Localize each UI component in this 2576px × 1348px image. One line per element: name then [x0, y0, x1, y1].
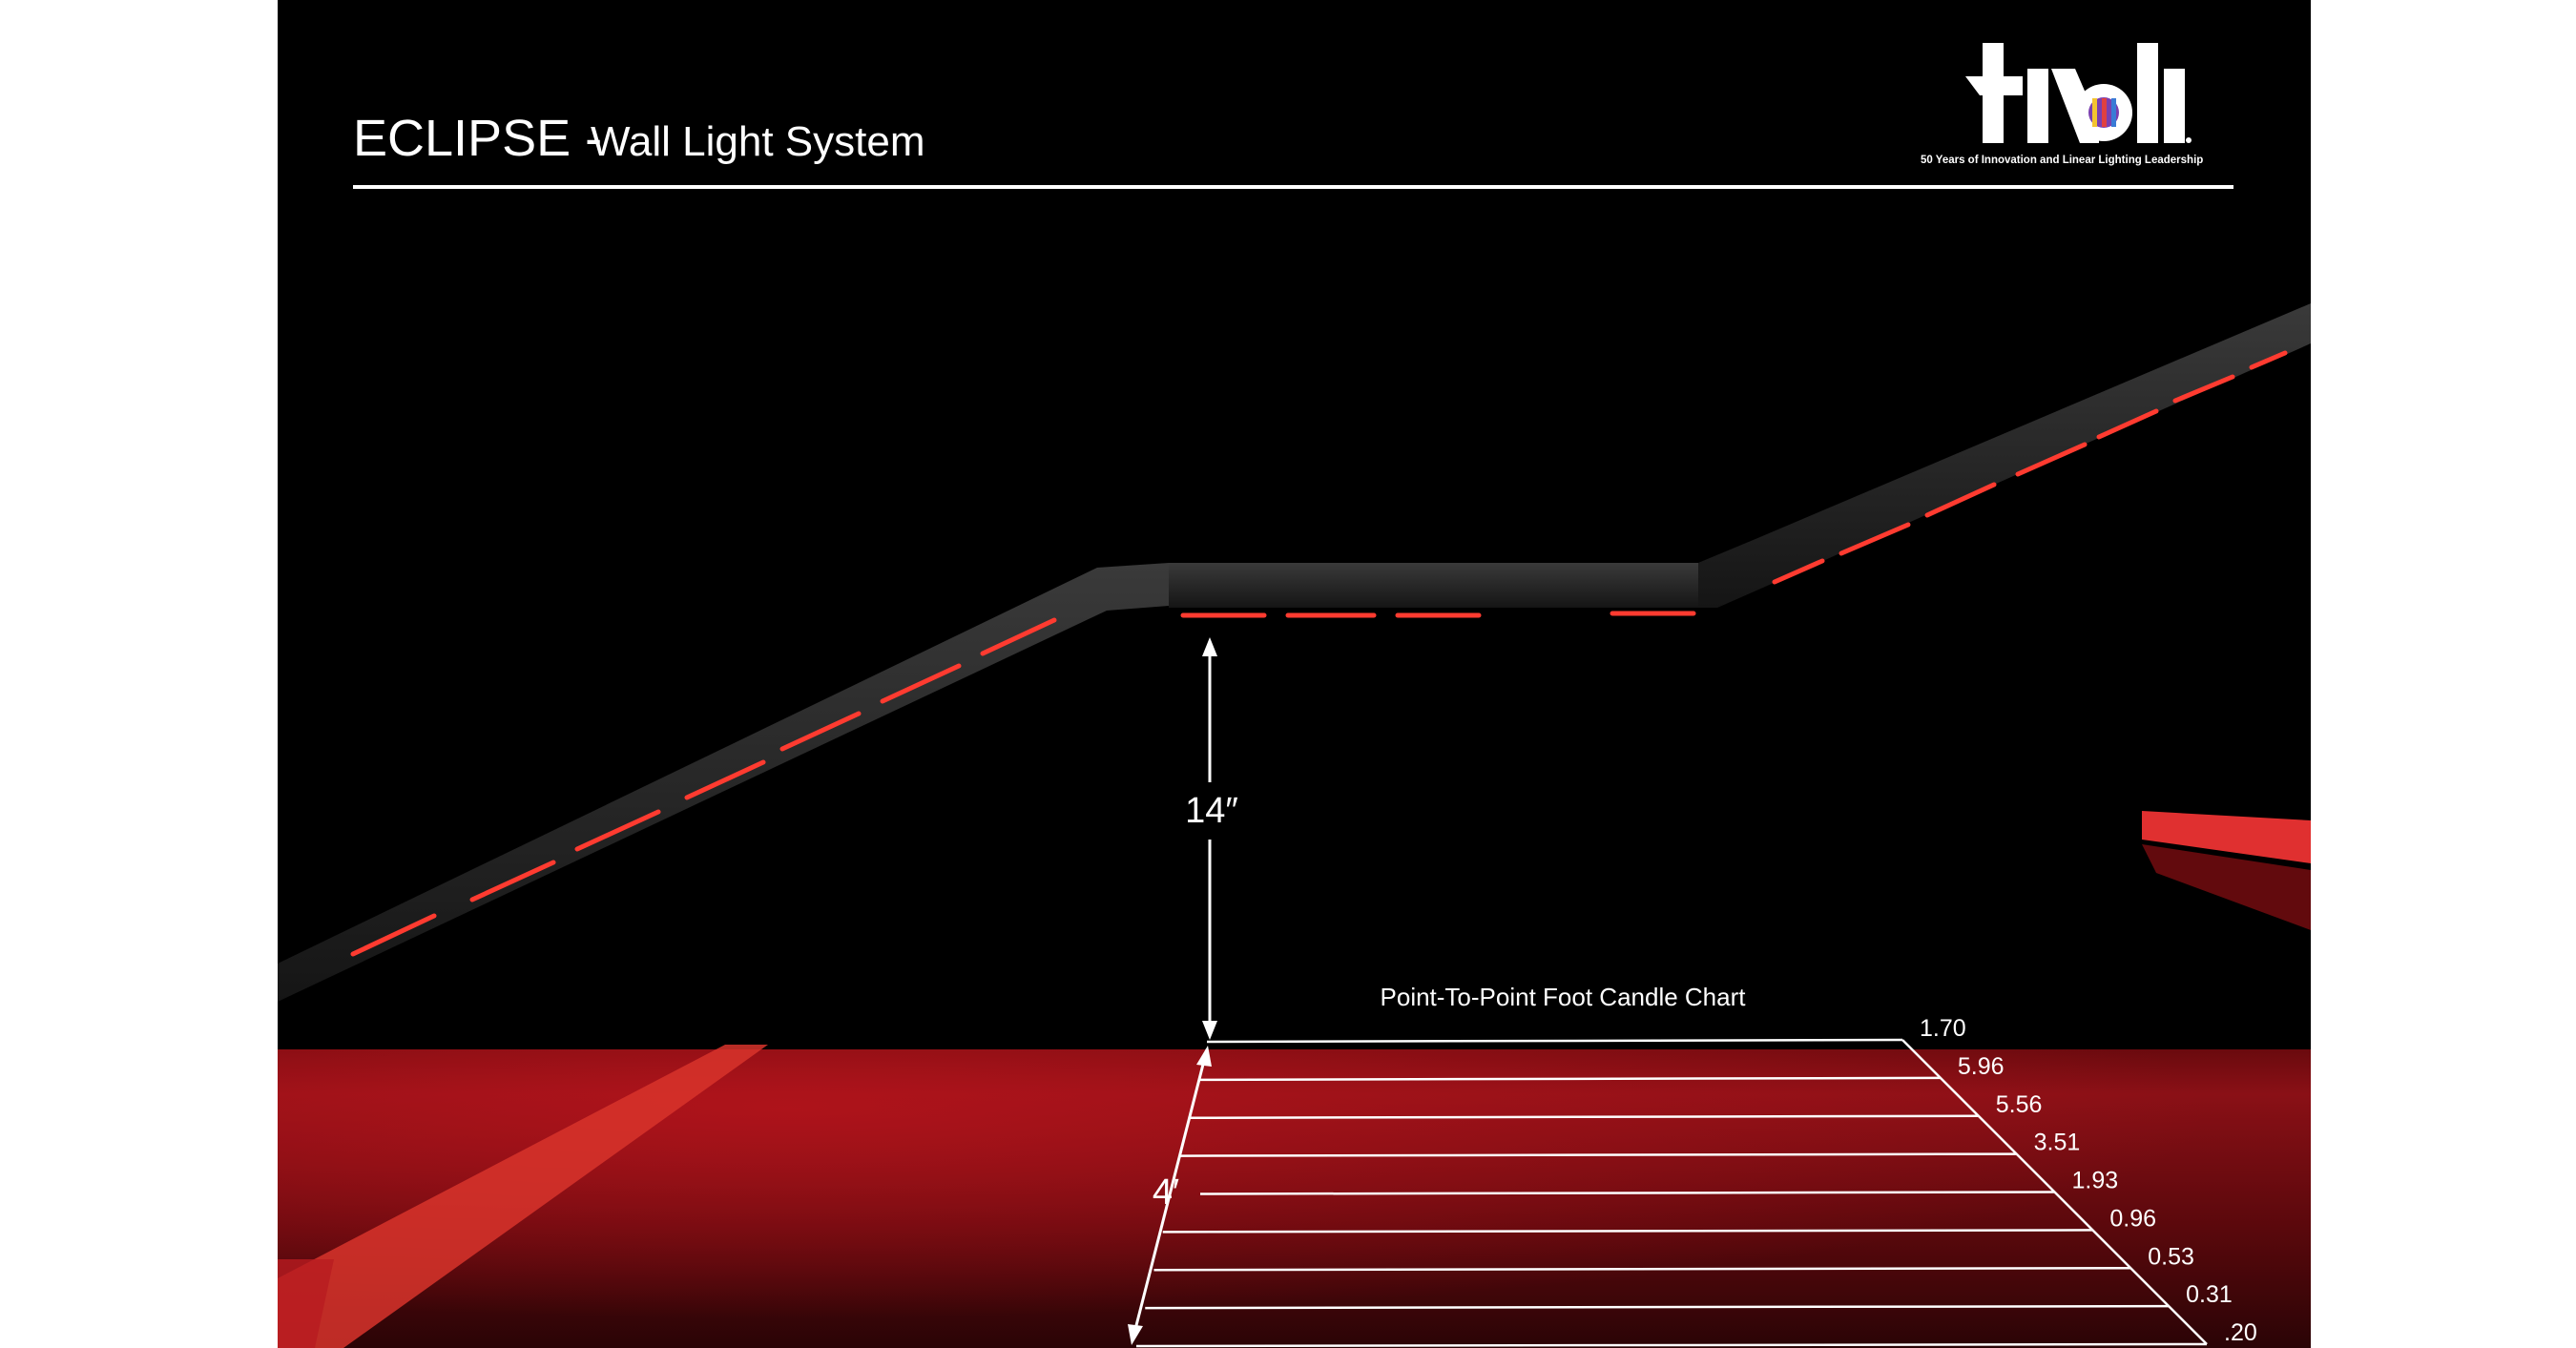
- chart-value-label: 1.70: [1920, 1015, 1966, 1042]
- chart-value-label: 0.53: [2148, 1243, 2194, 1270]
- chart-row-line: [1145, 1304, 2170, 1310]
- chart-value-label: 0.31: [2186, 1281, 2233, 1308]
- chart-row-line: [1180, 1152, 2017, 1157]
- chart-row-line: [1189, 1114, 1979, 1119]
- foot-candle-chart: 1.70 5.96 5.56 3.51 1.93 0.96 0.53 0.31 .20: [1135, 1015, 2257, 1348]
- chart-value-label: 1.93: [2072, 1168, 2119, 1194]
- led-glow-segments: [350, 350, 2288, 957]
- page-title: ECLIPSE -: [353, 110, 602, 167]
- chart-right-edge: [1901, 1039, 2208, 1345]
- chart-value-label: 3.51: [2034, 1130, 2081, 1156]
- page-subtitle: Wall Light System: [591, 118, 924, 165]
- depth-dimension: [1128, 1046, 1212, 1345]
- tivoli-logo: 50 Years of Innovation and Linear Lighti…: [1921, 43, 2203, 166]
- chart-row-line: [1197, 1076, 1941, 1082]
- depth-label: 4′: [1153, 1172, 1179, 1213]
- logo-tagline: 50 Years of Innovation and Linear Lighti…: [1921, 155, 2203, 166]
- wall-light-rail: [278, 303, 2311, 1002]
- side-rail: [2142, 811, 2311, 930]
- chart-row-line: [1162, 1229, 2093, 1234]
- chart-title: Point-To-Point Foot Candle Chart: [1381, 983, 1747, 1011]
- floor: [278, 1045, 2311, 1348]
- height-label: 14″: [1185, 791, 1238, 831]
- chart-value-label: .20: [2224, 1319, 2257, 1346]
- chart-value-label: 0.96: [2109, 1205, 2156, 1232]
- chart-row-line: [1206, 1038, 1903, 1044]
- chart-value-label: 5.96: [1958, 1053, 2005, 1080]
- chart-row-line: [1135, 1342, 2208, 1348]
- lit-ramp-strip: [278, 1045, 768, 1348]
- chart-row-line: [1199, 1191, 2055, 1195]
- chart-value-label: 5.56: [1996, 1091, 2043, 1118]
- chart-row-line: [1153, 1267, 2131, 1272]
